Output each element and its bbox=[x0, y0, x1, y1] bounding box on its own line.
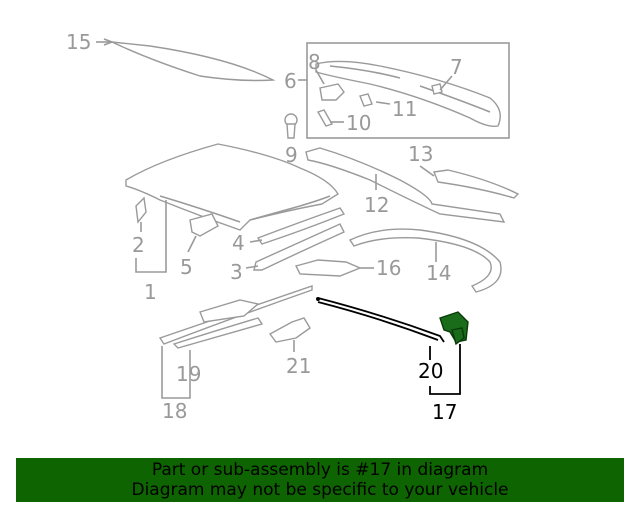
callout-6: 6 bbox=[284, 69, 297, 93]
callout-21: 21 bbox=[286, 354, 311, 378]
callout-13: 13 bbox=[408, 142, 433, 166]
callout-3: 3 bbox=[230, 260, 243, 284]
callout-20: 20 bbox=[418, 359, 443, 383]
part-13-trim bbox=[419, 165, 520, 199]
callout-11: 11 bbox=[392, 97, 417, 121]
callout-16: 16 bbox=[376, 256, 401, 280]
part-17-assembly bbox=[316, 297, 469, 395]
part-14-weatherstrip bbox=[348, 228, 502, 293]
callout-18: 18 bbox=[162, 399, 187, 423]
callout-15: 15 bbox=[66, 30, 91, 54]
callout-19: 19 bbox=[176, 362, 201, 386]
part-5-bracket bbox=[187, 213, 219, 253]
part-1-roof-panel bbox=[125, 143, 339, 231]
callout-7: 7 bbox=[450, 55, 463, 79]
banner-line-2: Diagram may not be specific to your vehi… bbox=[131, 480, 509, 500]
callout-5: 5 bbox=[180, 255, 193, 279]
part-4-rail bbox=[249, 207, 346, 245]
group-1-leader bbox=[135, 200, 167, 273]
banner-line-1: Part or sub-assembly is #17 in diagram bbox=[151, 460, 489, 480]
part-2-bracket bbox=[135, 196, 147, 232]
part-15-panel bbox=[96, 38, 276, 82]
callout-1: 1 bbox=[144, 280, 157, 304]
callout-8: 8 bbox=[308, 50, 321, 74]
part-9-bolt bbox=[284, 113, 298, 139]
callout-14: 14 bbox=[426, 261, 451, 285]
callout-17: 17 bbox=[432, 400, 457, 424]
part-3-rail bbox=[245, 223, 345, 271]
part-21-bracket bbox=[268, 317, 311, 352]
info-banner: Part or sub-assembly is #17 in diagram D… bbox=[16, 458, 624, 502]
callout-4: 4 bbox=[232, 231, 245, 255]
part-6-group-box bbox=[298, 42, 510, 139]
part-18-19-rails bbox=[158, 285, 313, 399]
part-16-latch bbox=[294, 259, 374, 277]
callout-2: 2 bbox=[132, 233, 145, 257]
callout-9: 9 bbox=[285, 143, 298, 167]
callout-12: 12 bbox=[364, 193, 389, 217]
callout-10: 10 bbox=[346, 111, 371, 135]
part-12-rail bbox=[305, 147, 506, 223]
